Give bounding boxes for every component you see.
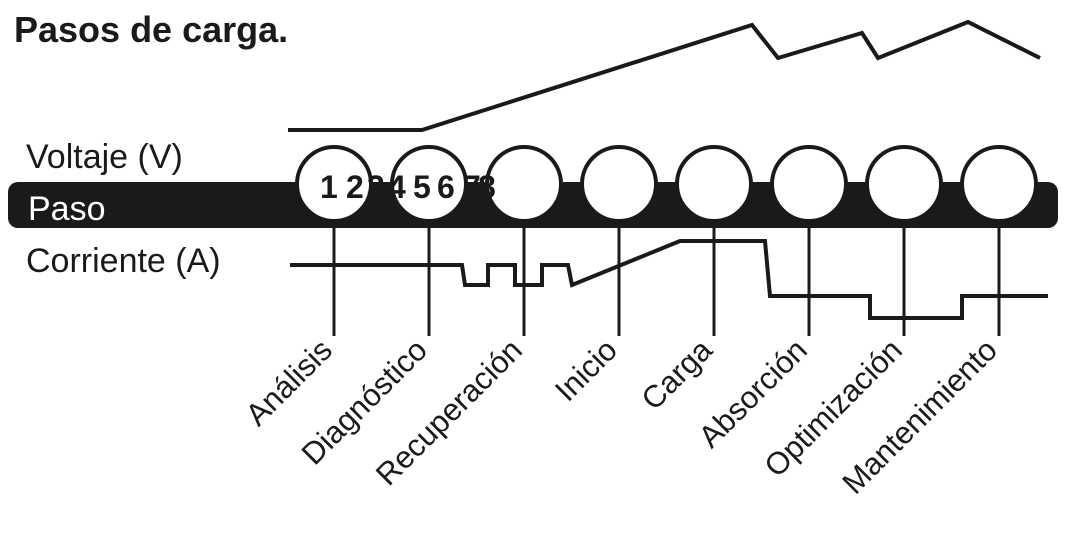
step-circles bbox=[295, 145, 1038, 223]
step-number-8: 8 bbox=[478, 169, 496, 205]
step-circle-3 bbox=[485, 145, 563, 223]
current-label: Corriente (A) bbox=[26, 242, 221, 280]
step-circle-2 bbox=[390, 145, 468, 223]
voltage-line bbox=[288, 19, 1041, 132]
step-label-4: Inicio bbox=[548, 332, 624, 408]
step-lines bbox=[332, 225, 1001, 336]
step-number-4: 4 bbox=[388, 169, 406, 205]
step-circle-7 bbox=[865, 145, 943, 223]
step-label: Paso bbox=[28, 190, 106, 228]
step-circle-4 bbox=[580, 145, 658, 223]
step-number-6: 6 bbox=[437, 169, 455, 205]
page-title: Pasos de carga. bbox=[14, 9, 289, 50]
voltage-label: Voltaje (V) bbox=[26, 138, 183, 176]
step-number-5: 5 bbox=[413, 169, 431, 205]
step-circle-6 bbox=[770, 145, 848, 223]
step-number-2: 2 bbox=[346, 169, 364, 205]
step-number-3: 3 bbox=[367, 169, 385, 205]
step-number-7: 7 bbox=[463, 169, 481, 205]
step-label-5: Carga bbox=[634, 332, 719, 417]
step-circle-8 bbox=[960, 145, 1038, 223]
step-circle-1 bbox=[295, 145, 373, 223]
current-line bbox=[290, 239, 1048, 320]
step-circle-5 bbox=[675, 145, 753, 223]
step-number-1: 1 bbox=[320, 169, 338, 205]
